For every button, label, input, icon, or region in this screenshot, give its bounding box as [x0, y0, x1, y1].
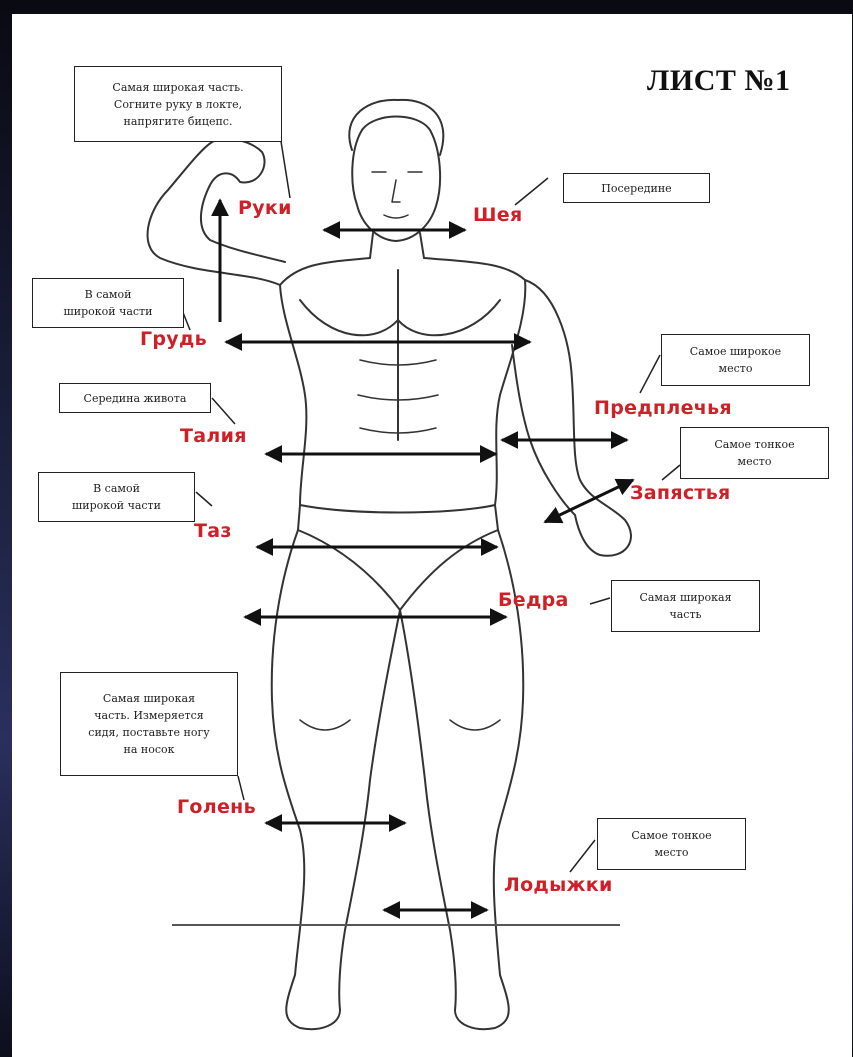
wrists-leader-line — [662, 465, 680, 480]
ankles-label: Лодыжки — [504, 874, 613, 896]
calf-note: Самая широкая часть. Измеряется сидя, по… — [60, 672, 238, 776]
hips-label: Бедра — [498, 589, 569, 611]
waist-leader-line — [212, 398, 235, 424]
ankles-note: Самое тонкое место — [597, 818, 746, 870]
calf-label: Голень — [177, 796, 256, 818]
pelvis-leader-line — [196, 492, 212, 506]
wrists-note: Самое тонкое место — [680, 427, 829, 479]
left-leg-outline — [272, 530, 400, 1029]
pelvis-note: В самой широкой части — [38, 472, 195, 522]
sheet-title: ЛИСТ №1 — [647, 64, 791, 98]
head-outline — [352, 117, 440, 242]
wrists-label: Запястья — [630, 482, 731, 504]
forearms-label: Предплечья — [594, 397, 732, 419]
forearms-leader-line — [640, 355, 660, 393]
waist-note: Середина живота — [59, 383, 211, 413]
waist-label: Талия — [180, 425, 247, 447]
hips-note: Самая широкая часть — [611, 580, 760, 632]
pecs-outline — [300, 270, 500, 440]
chest-label: Грудь — [140, 328, 207, 350]
chest-note: В самой широкой части — [32, 278, 184, 328]
pelvis-label: Таз — [194, 520, 232, 542]
knees-outline — [300, 720, 500, 730]
hips-leader-line — [590, 598, 610, 604]
trunks-outline — [298, 505, 498, 610]
shoulders-outline — [280, 258, 525, 285]
neck-label: Шея — [473, 204, 522, 226]
arms-note: Самая широкая часть. Согните руку в локт… — [74, 66, 282, 142]
neck-note: Посередине — [563, 173, 710, 203]
forearms-note: Самое широкое место — [661, 334, 810, 386]
neck-outline — [370, 233, 424, 258]
arms-label: Руки — [238, 197, 292, 219]
neck-leader-line — [515, 178, 548, 205]
face-features — [372, 172, 422, 218]
ankles-leader-line — [570, 840, 595, 872]
